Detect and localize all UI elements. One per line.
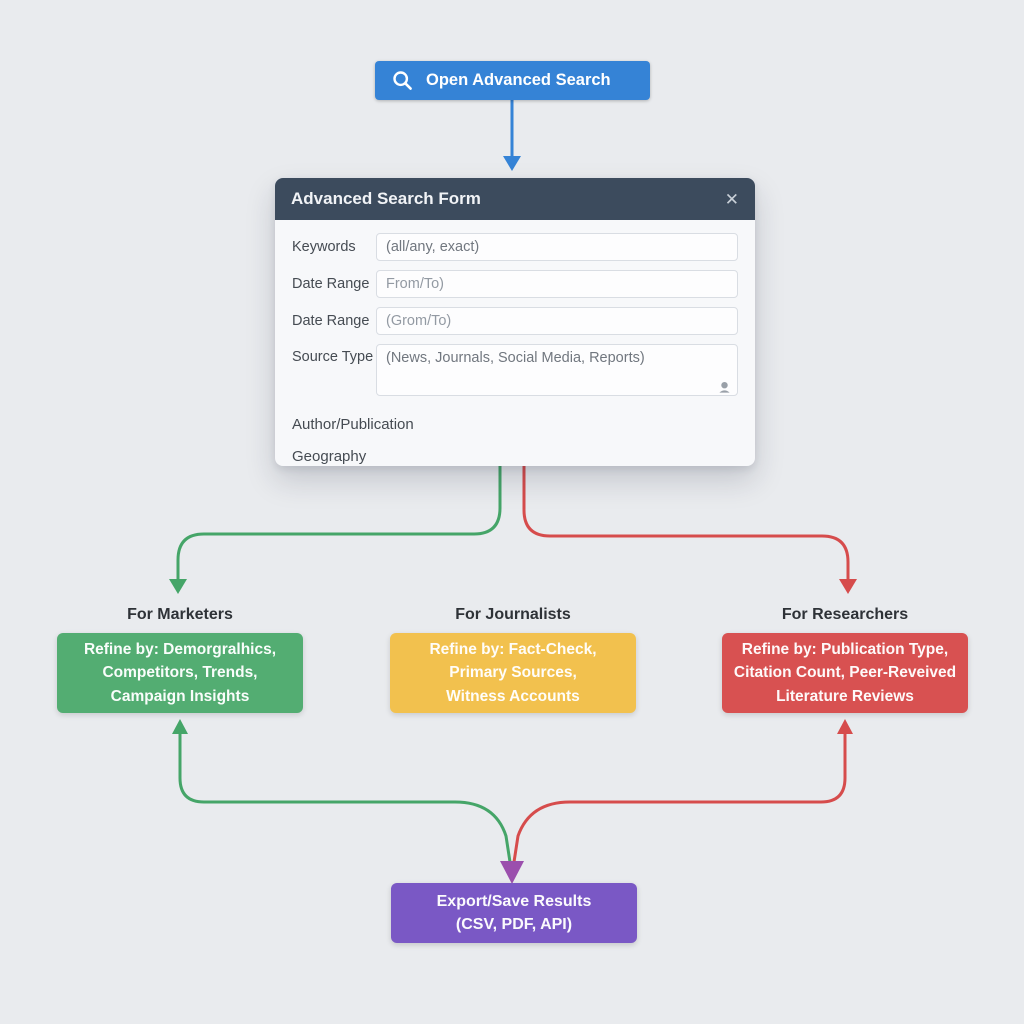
date-range-input-1[interactable]	[376, 270, 738, 298]
person-icon	[719, 382, 730, 393]
source-type-textarea[interactable]	[376, 344, 738, 396]
source-type-field	[376, 344, 738, 401]
modal-title: Advanced Search Form	[291, 189, 481, 208]
keywords-input[interactable]	[376, 233, 738, 261]
open-advanced-search-button[interactable]: Open Advanced Search	[375, 61, 650, 100]
heading-for-researchers: For Researchers	[781, 606, 909, 623]
author-publication-label: Author/Publication	[292, 416, 414, 433]
arrow-button-to-modal	[503, 98, 521, 171]
researchers-refine-box[interactable]: Refine by: Publication Type, Citation Co…	[722, 633, 968, 713]
search-icon	[393, 71, 412, 90]
date-range-label: Date Range	[292, 276, 370, 292]
arrow-into-export	[500, 861, 524, 884]
arrow-green-return	[172, 719, 512, 864]
date-range-label-2: Date Range	[292, 313, 370, 329]
close-icon[interactable]: ✕	[724, 189, 739, 209]
keywords-label: Keywords	[292, 239, 356, 255]
arrow-red-return	[512, 719, 853, 864]
advanced-search-modal: Advanced Search Form ✕ Keywords Date Ran…	[275, 178, 755, 466]
heading-for-marketers: For Marketers	[127, 606, 233, 623]
arrow-modal-to-researchers	[522, 464, 857, 594]
field-row-date-range-2: Date Range	[292, 307, 738, 335]
arrow-modal-to-marketers	[169, 464, 502, 594]
journalists-refine-box[interactable]: Refine by: Fact-Check, Primary Sources, …	[390, 633, 636, 713]
export-save-results-box[interactable]: Export/Save Results (CSV, PDF, API)	[391, 883, 637, 943]
marketers-refine-box[interactable]: Refine by: Demorgralhics, Competitors, T…	[57, 633, 303, 713]
field-row-source-type: Source Type	[292, 344, 738, 401]
date-range-input-2[interactable]	[376, 307, 738, 335]
heading-for-journalists: For Journalists	[455, 606, 571, 623]
field-row-date-range-1: Date Range	[292, 270, 738, 298]
modal-header: Advanced Search Form ✕	[275, 178, 755, 220]
modal-body: Keywords Date Range Date Range Source Ty…	[275, 220, 755, 466]
field-row-keywords: Keywords	[292, 233, 738, 261]
geography-label: Geography	[292, 448, 367, 465]
open-advanced-search-label: Open Advanced Search	[426, 71, 611, 89]
source-type-label: Source Type	[292, 349, 374, 365]
